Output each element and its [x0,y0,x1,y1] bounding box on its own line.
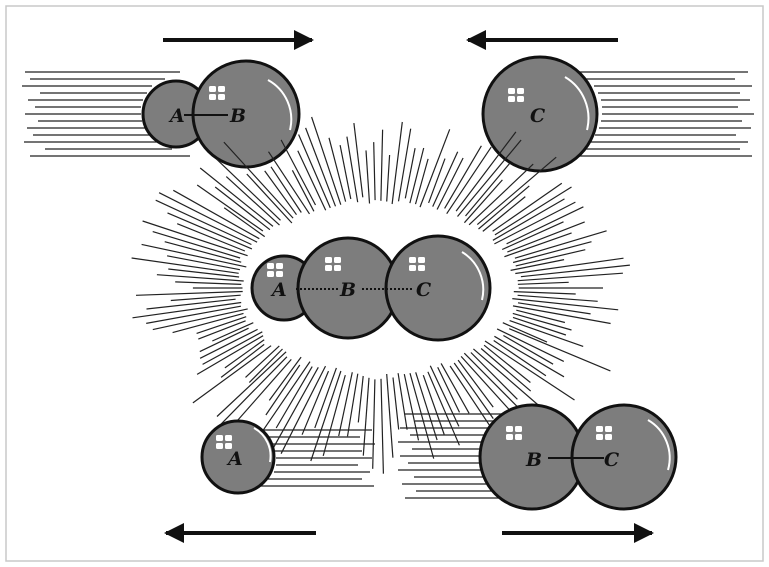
burst-ray [147,299,236,309]
atom-a-product: A [202,421,274,493]
burst-ray [159,193,257,243]
molecule-ab: A B [143,61,299,167]
burst-ray [495,187,572,235]
burst-ray [329,138,346,202]
atom-c-middle [386,236,490,340]
burst-ray [200,168,273,226]
burst-ray [445,146,482,209]
burst-ray [494,202,575,244]
burst-ray [347,137,358,203]
label-b-middle: B [339,279,356,301]
burst-ray [458,360,493,407]
burst-ray [507,222,584,252]
burst-ray [153,232,240,258]
burst-ray [416,159,429,204]
burst-ray [260,362,310,436]
burst-ray [281,366,325,454]
burst-ray [276,367,312,428]
burst-ray [381,130,383,201]
burst-ray [358,376,363,422]
burst-ray [221,344,264,377]
burst-ray [246,346,280,378]
burst-ray [494,341,546,376]
burst-ray [175,282,241,285]
burst-ray [225,340,264,368]
burst-ray [518,282,569,284]
label-b-top: B [229,105,246,127]
burst-ray [493,183,562,231]
burst-ray [366,150,370,203]
burst-ray [143,221,248,256]
burst-ray [515,231,607,258]
burst-ray [509,329,610,371]
label-c-top: C [530,105,545,127]
burst-ray [392,122,402,204]
burst-ray [217,352,286,417]
label-c-bottom: C [604,449,619,471]
burst-ray [433,152,458,207]
burst-ray [497,329,564,362]
burst-ray [219,357,287,426]
burst-ray [381,379,383,474]
label-a-top: A [168,105,185,127]
burst-ray [514,292,576,294]
burst-ray [404,374,418,440]
label-a-bottom: A [226,448,243,470]
molecule-bc: B C [480,405,676,509]
burst-ray [447,147,492,214]
burst-ray [348,374,358,437]
burst-ray [136,292,243,296]
burst-ray [513,306,611,324]
burst-ray [387,374,393,458]
burst-ray [420,129,450,207]
burst-ray [454,363,493,419]
burst-ray [518,273,623,281]
burst-ray [393,378,399,430]
stage-reactants: A B C [22,40,754,171]
molecule-abc: A B C [252,236,490,340]
burst-ray [339,372,353,436]
burst-ray [430,366,459,427]
burst-ray [410,148,424,203]
label-b-bottom: B [525,449,542,471]
burst-ray [503,336,553,365]
burst-ray [387,155,390,202]
burst-ray [299,135,331,208]
burst-ray [273,367,318,448]
burst-ray [374,142,375,200]
burst-ray [281,140,315,205]
burst-ray [312,117,341,205]
stage-products: A B C [166,405,676,533]
burst-ray [373,379,375,468]
label-c-middle: C [416,279,431,301]
label-a-middle: A [270,279,287,301]
molecule-c: C [483,57,597,171]
